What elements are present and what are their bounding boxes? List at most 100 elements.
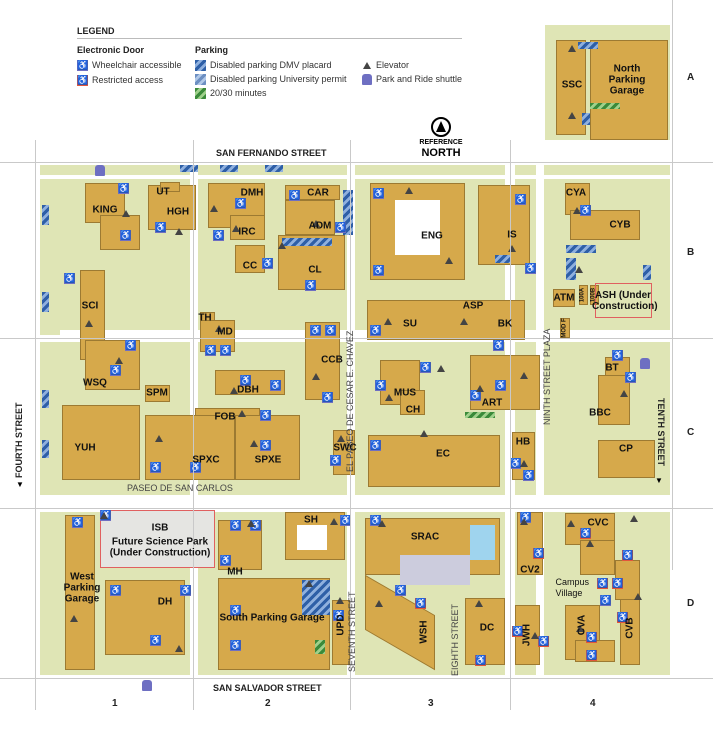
elevator-icon bbox=[384, 318, 392, 325]
building-label-art: ART bbox=[481, 397, 503, 409]
restricted-wheelchair-icon: ♿ bbox=[597, 578, 609, 589]
elevator-icon bbox=[531, 632, 539, 639]
disabled-parking bbox=[42, 292, 49, 312]
elevator-icon bbox=[238, 410, 246, 417]
wheelchair-icon: ♿ bbox=[600, 595, 612, 606]
street-san-salvador: SAN SALVADOR STREET bbox=[213, 683, 322, 693]
building-label-cl: CL bbox=[308, 264, 322, 276]
university-parking-icon bbox=[195, 74, 206, 85]
elevator-icon bbox=[115, 357, 123, 364]
arrow-down-icon: ▼ bbox=[16, 480, 24, 489]
wheelchair-icon: ♿ bbox=[310, 325, 322, 336]
street-seventh: SEVENTH STREET bbox=[347, 591, 357, 672]
legend-dmv: Disabled parking DMV placard bbox=[210, 60, 332, 70]
elevator-icon bbox=[630, 515, 638, 522]
minutes-parking bbox=[465, 412, 495, 418]
elevator-icon bbox=[278, 242, 286, 249]
wheelchair-icon: ♿ bbox=[373, 265, 385, 276]
building bbox=[400, 390, 425, 415]
disabled-parking bbox=[265, 165, 283, 172]
elevator-icon bbox=[385, 394, 393, 401]
building-label-wsh: WSH bbox=[418, 620, 430, 644]
disabled-parking bbox=[42, 440, 49, 458]
wheelchair-icon: ♿ bbox=[180, 585, 192, 596]
wheelchair-icon: ♿ bbox=[250, 520, 262, 531]
wheelchair-icon: ♿ bbox=[262, 258, 274, 269]
building-label-dbh: DBH bbox=[237, 384, 259, 396]
shuttle-icon bbox=[640, 358, 650, 369]
legend-wheelchair: Wheelchair accessible bbox=[92, 60, 182, 70]
street-eighth: EIGHTH STREET bbox=[450, 603, 460, 676]
building-label-cyb: CYB bbox=[609, 219, 631, 231]
restricted-wheelchair-icon: ♿ bbox=[586, 650, 598, 661]
wheelchair-icon: ♿ bbox=[150, 635, 162, 646]
street-tenth: TENTH STREET bbox=[656, 398, 666, 467]
building bbox=[470, 355, 540, 410]
building-label-upd: UPD bbox=[335, 614, 347, 636]
wheelchair-icon: ♿ bbox=[330, 455, 342, 466]
legend-restricted: Restricted access bbox=[92, 75, 164, 85]
wheelchair-icon: ♿ bbox=[289, 190, 301, 201]
north-arrow-icon bbox=[431, 117, 451, 137]
elevator-icon bbox=[586, 540, 594, 547]
building bbox=[560, 318, 570, 338]
building-label-eng: ENG bbox=[421, 230, 443, 242]
elevator-icon bbox=[634, 593, 642, 600]
wheelchair-icon: ♿ bbox=[220, 345, 232, 356]
building-label-srac: SRAC bbox=[410, 531, 440, 543]
elevator-icon bbox=[312, 373, 320, 380]
building-label-campus: Campus Village bbox=[555, 577, 590, 598]
elevator-icon bbox=[508, 245, 516, 252]
elevator-icon bbox=[247, 520, 255, 527]
elevator-icon bbox=[232, 225, 240, 232]
minutes-parking bbox=[590, 103, 620, 109]
building-label-isb: ISB bbox=[151, 522, 169, 534]
disabled-parking bbox=[220, 165, 238, 172]
building bbox=[285, 200, 335, 235]
grid-col-3: 3 bbox=[428, 698, 434, 709]
restricted-wheelchair-icon: ♿ bbox=[612, 578, 624, 589]
wheelchair-icon: ♿ bbox=[333, 610, 345, 621]
building-label-th: TH bbox=[198, 312, 212, 324]
building-label-mh: MH bbox=[227, 566, 243, 578]
courtyard bbox=[400, 555, 470, 585]
wheelchair-icon: ♿ bbox=[64, 273, 76, 284]
building-label-cvb: CVB bbox=[624, 617, 636, 639]
wheelchair-icon: ♿ bbox=[335, 222, 347, 233]
elevator-icon bbox=[336, 597, 344, 604]
restricted-wheelchair-icon: ♿ bbox=[475, 655, 487, 666]
wheelchair-icon: ♿ bbox=[520, 512, 532, 523]
building-label-asp: ASP bbox=[462, 300, 484, 312]
building-label-fob: FOB bbox=[214, 411, 236, 423]
building-label-cp: CP bbox=[619, 443, 633, 455]
legend-parking-heading: Parking bbox=[195, 45, 229, 55]
wheelchair-icon: ♿ bbox=[120, 230, 132, 241]
elevator-icon bbox=[620, 390, 628, 397]
wheelchair-icon: ♿ bbox=[370, 515, 382, 526]
building-label-swc: SWC bbox=[333, 442, 357, 454]
elevator-icon bbox=[175, 645, 183, 652]
building-label-adm: ADM bbox=[308, 220, 332, 232]
building-label-sci: SCI bbox=[81, 300, 99, 312]
grid-row-d: D bbox=[687, 598, 695, 609]
building-label-king: KING bbox=[92, 204, 118, 216]
restricted-wheelchair-icon: ♿ bbox=[617, 612, 629, 623]
legend-university: Disabled parking University permit bbox=[210, 74, 347, 84]
wheelchair-icon: ♿ bbox=[205, 345, 217, 356]
elevator-icon bbox=[520, 518, 528, 525]
elevator-icon bbox=[210, 205, 218, 212]
grid-row-b: B bbox=[687, 247, 695, 258]
legend-shuttle: Park and Ride shuttle bbox=[376, 74, 463, 84]
building-label-wpg: West Parking Garage bbox=[63, 571, 101, 605]
elevator-icon bbox=[475, 600, 483, 607]
wheelchair-icon: ♿ bbox=[395, 585, 407, 596]
arrow-down-icon: ▼ bbox=[655, 476, 663, 485]
building-label-dc: DC bbox=[479, 622, 495, 634]
wheelchair-icon: ♿ bbox=[373, 188, 385, 199]
wheelchair-icon: ♿ bbox=[118, 183, 130, 194]
wheelchair-icon: ♿ bbox=[322, 392, 334, 403]
disabled-parking bbox=[343, 190, 353, 235]
elevator-icon bbox=[175, 228, 183, 235]
minutes-parking bbox=[315, 640, 325, 654]
